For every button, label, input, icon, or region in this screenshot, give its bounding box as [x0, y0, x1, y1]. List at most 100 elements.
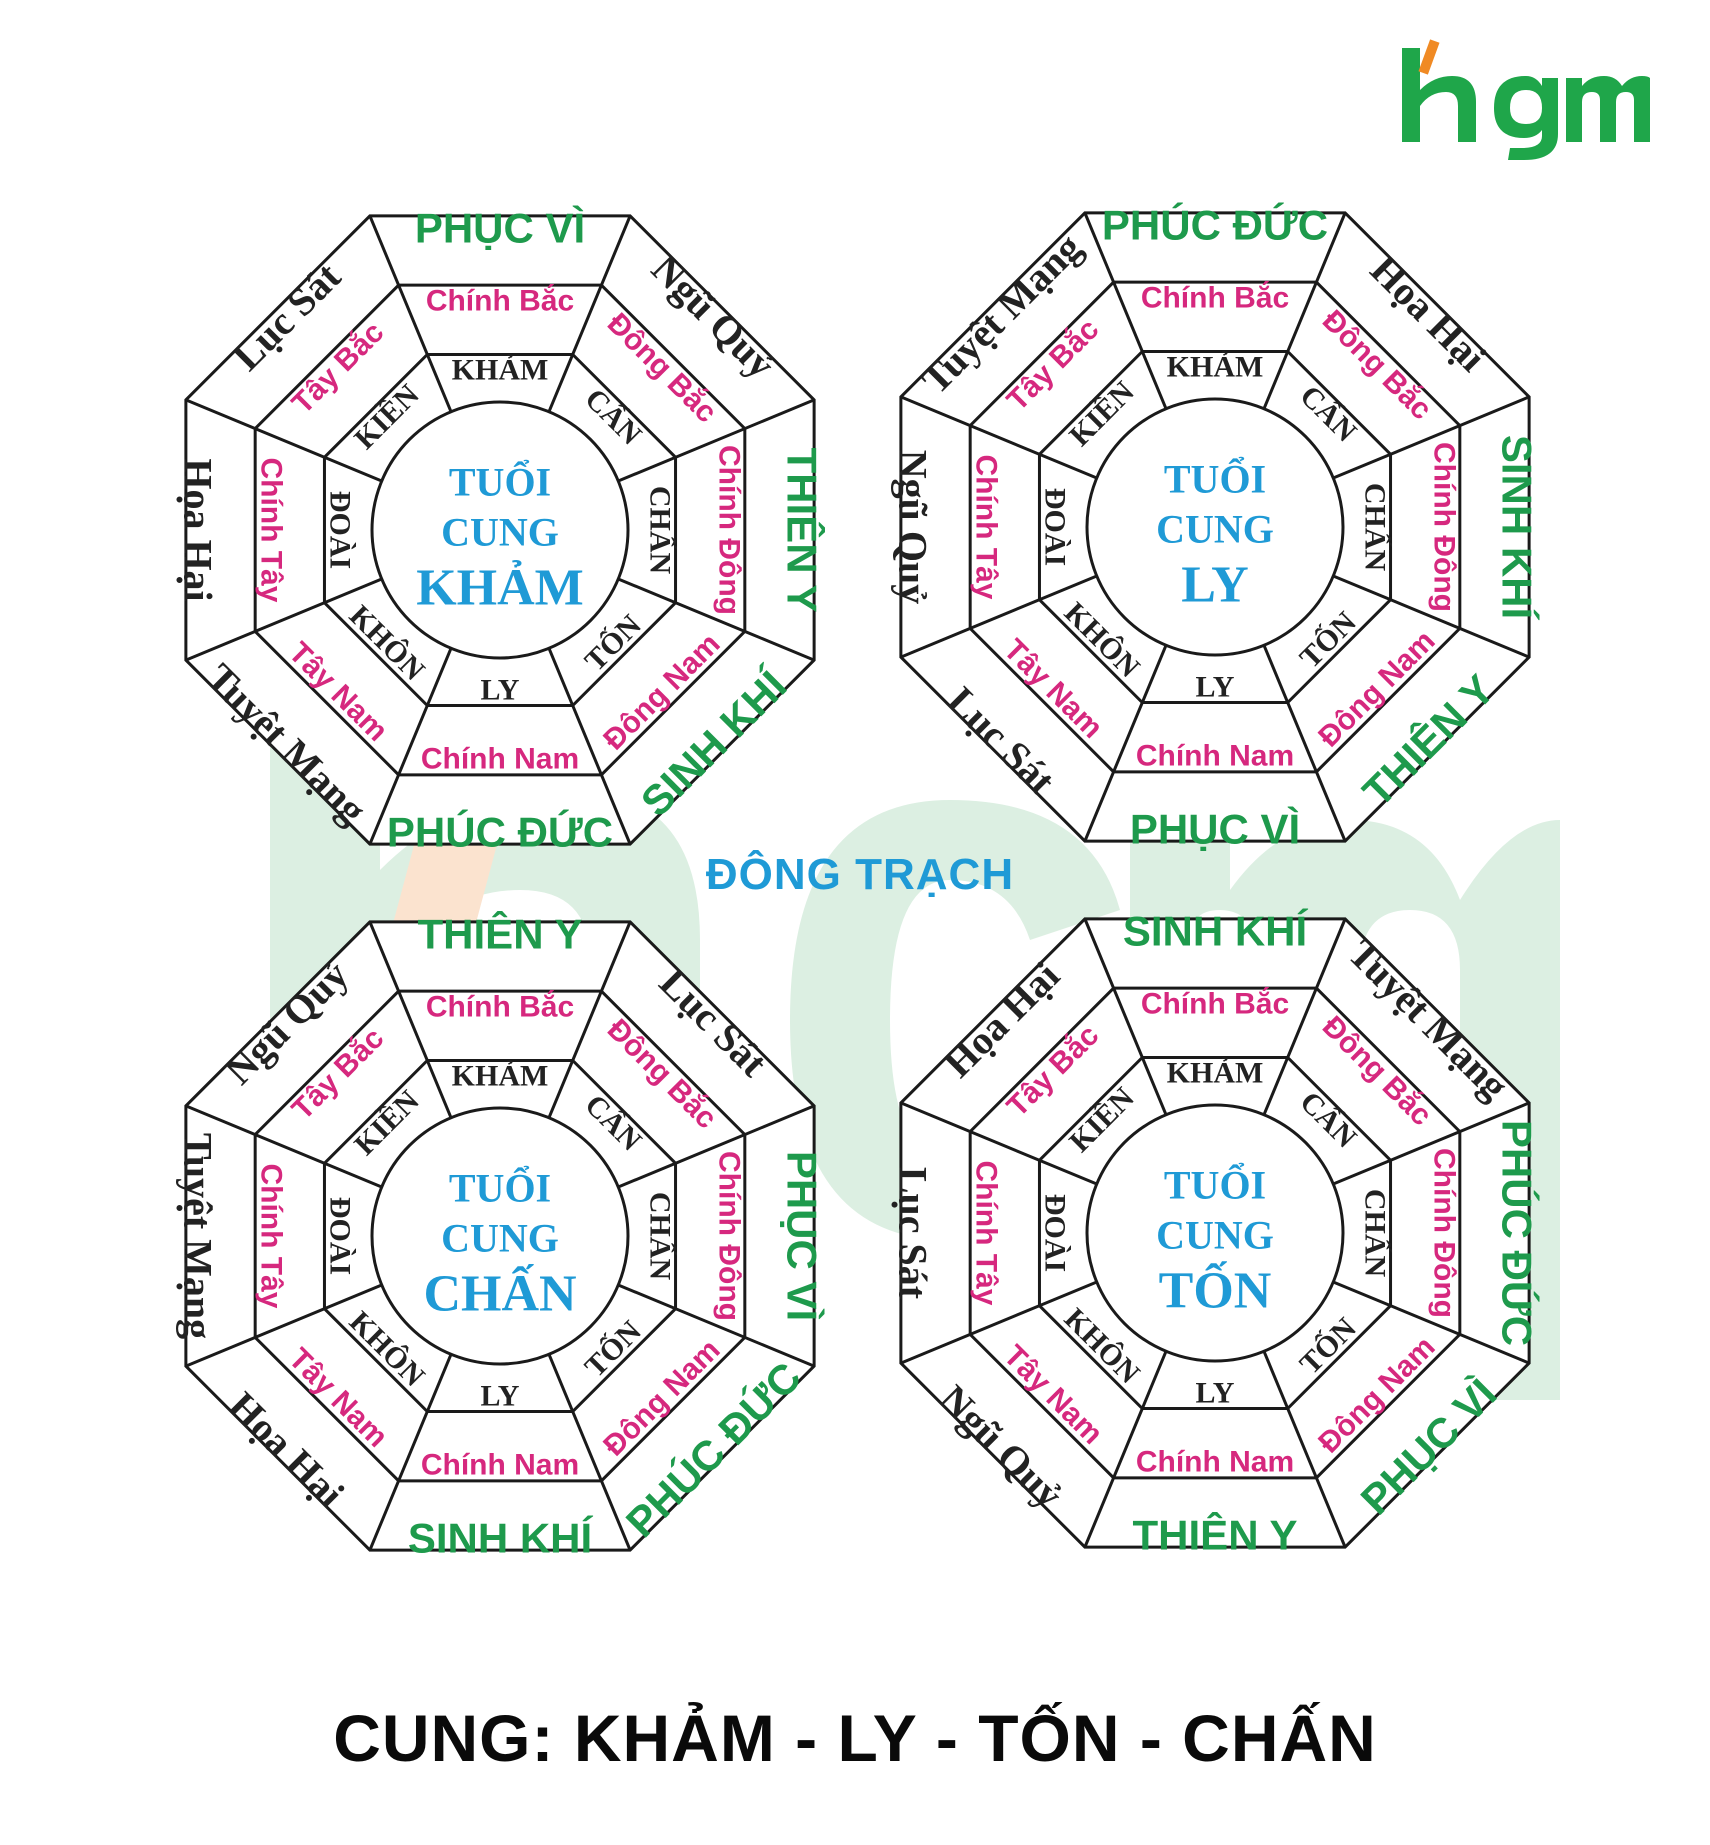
octagon-spoke	[615, 1282, 815, 1368]
octagon-spoke	[900, 1101, 1100, 1187]
outer-label: PHỤC VÌ	[779, 1151, 826, 1321]
octagon-spoke	[1261, 918, 1347, 1118]
center-title-line: CUNG	[441, 1216, 559, 1261]
inner-label: ĐOÀI	[1039, 488, 1072, 566]
inner-label: ĐOÀI	[324, 1197, 357, 1275]
outer-label: Họa Hại	[176, 458, 221, 601]
outer-label: THIÊN Y	[1133, 1511, 1298, 1559]
middle-label: Chính Đông	[713, 445, 746, 615]
center-title-line: TỐN	[1159, 1260, 1272, 1320]
octagon-spoke	[1330, 1279, 1530, 1365]
inner-label: CHẤN	[644, 1192, 678, 1281]
octagon-spoke	[615, 1104, 815, 1190]
center-title-line: TUỔI	[1164, 1162, 1266, 1208]
octagon-spoke	[368, 1351, 454, 1551]
octagon-spoke	[546, 1351, 632, 1551]
inner-label: KHẢM	[452, 1060, 549, 1093]
outer-label: Lục Sát	[891, 1167, 936, 1300]
octagon-spoke	[368, 921, 454, 1121]
outer-label: PHỤC VÌ	[1130, 806, 1300, 853]
octagon-spoke	[1330, 573, 1530, 659]
middle-label: Chính Bắc	[1141, 281, 1289, 315]
middle-label: Chính Bắc	[426, 990, 574, 1024]
octagon-spoke	[1330, 1101, 1530, 1187]
inner-label: KHẢM	[1167, 1057, 1264, 1090]
center-title-line: TUỔI	[449, 459, 551, 505]
octagon-spoke	[368, 215, 454, 415]
octagon-spoke	[1261, 212, 1347, 412]
octagon-spoke	[368, 645, 454, 845]
middle-label: Chính Nam	[1136, 740, 1294, 773]
octagon-spoke	[185, 1104, 385, 1190]
middle-label: Chính Tây	[970, 454, 1003, 599]
logo-g	[1494, 76, 1558, 160]
logo-accent	[1418, 39, 1440, 75]
middle-label: Chính Nam	[421, 743, 579, 776]
octagon-spoke	[900, 573, 1100, 659]
octagon-spoke	[1083, 642, 1169, 842]
outer-label: THIÊN Y	[418, 910, 583, 958]
octagon-spoke	[615, 398, 815, 484]
inner-label: LY	[1196, 1377, 1235, 1410]
hgm-logo	[1402, 39, 1650, 160]
center-circle	[1085, 397, 1345, 657]
octagon-spoke	[1083, 1348, 1169, 1548]
outer-label: PHỤC VÌ	[415, 205, 585, 252]
octagon-spoke	[615, 576, 815, 662]
octagon-spoke	[900, 395, 1100, 481]
octagon-spoke	[900, 1279, 1100, 1365]
cung-caption: CUNG: KHẢM - LY - TỐN - CHẤN	[333, 1701, 1377, 1775]
octagon-spoke	[546, 921, 632, 1121]
outer-label: Ngũ Quỷ	[891, 450, 936, 605]
dong-trach-title: ĐÔNG TRẠCH	[705, 850, 1015, 899]
octagon-spoke	[546, 645, 632, 845]
outer-label: PHÚC ĐỨC	[1494, 1120, 1542, 1346]
watermark-g	[790, 800, 1120, 1240]
octagon-spoke	[185, 576, 385, 662]
outer-label: PHÚC ĐỨC	[1102, 201, 1328, 249]
octagon-spoke	[1330, 395, 1530, 481]
outer-label: SINH KHÍ	[1123, 908, 1309, 955]
middle-label: Chính Nam	[1136, 1446, 1294, 1479]
inner-label: LY	[1196, 671, 1235, 704]
center-circle	[370, 1106, 630, 1366]
center-circle	[1085, 1103, 1345, 1363]
outer-label: PHÚC ĐỨC	[387, 808, 613, 856]
center-circle	[370, 400, 630, 660]
middle-label: Chính Bắc	[1141, 987, 1289, 1021]
center-title-line: CUNG	[1156, 1213, 1274, 1258]
octagon-spoke	[1083, 918, 1169, 1118]
outer-label: THIÊN Y	[779, 448, 827, 613]
middle-label: Chính Tây	[255, 457, 288, 602]
inner-label: LY	[481, 1380, 520, 1413]
middle-label: Chính Đông	[1428, 1148, 1461, 1318]
middle-label: Chính Tây	[255, 1163, 288, 1308]
octagon-spoke	[1261, 642, 1347, 842]
inner-label: CHẤN	[1359, 483, 1393, 572]
middle-label: Chính Bắc	[426, 284, 574, 318]
inner-label: CHẤN	[1359, 1189, 1393, 1278]
octagon-spoke	[1261, 1348, 1347, 1548]
logo-m	[1566, 76, 1650, 142]
center-title-line: TUỔI	[449, 1165, 551, 1211]
octagon-spoke	[185, 1282, 385, 1368]
inner-label: LY	[481, 674, 520, 707]
center-title-line: LY	[1181, 557, 1248, 614]
outer-label: SINH KHÍ	[408, 1515, 594, 1562]
center-title-line: KHẢM	[416, 559, 584, 617]
outer-label: Tuyệt Mạng	[176, 1133, 221, 1339]
inner-label: KHẢM	[452, 354, 549, 387]
middle-label: Chính Đông	[1428, 442, 1461, 612]
octagon-spoke	[185, 398, 385, 484]
center-title-line: CUNG	[441, 510, 559, 555]
center-title-line: CHẤN	[423, 1263, 576, 1323]
middle-label: Chính Đông	[713, 1151, 746, 1321]
center-title-line: TUỔI	[1164, 456, 1266, 502]
octagon-spoke	[546, 215, 632, 415]
octagon-spoke	[1083, 212, 1169, 412]
center-title-line: CUNG	[1156, 507, 1274, 552]
